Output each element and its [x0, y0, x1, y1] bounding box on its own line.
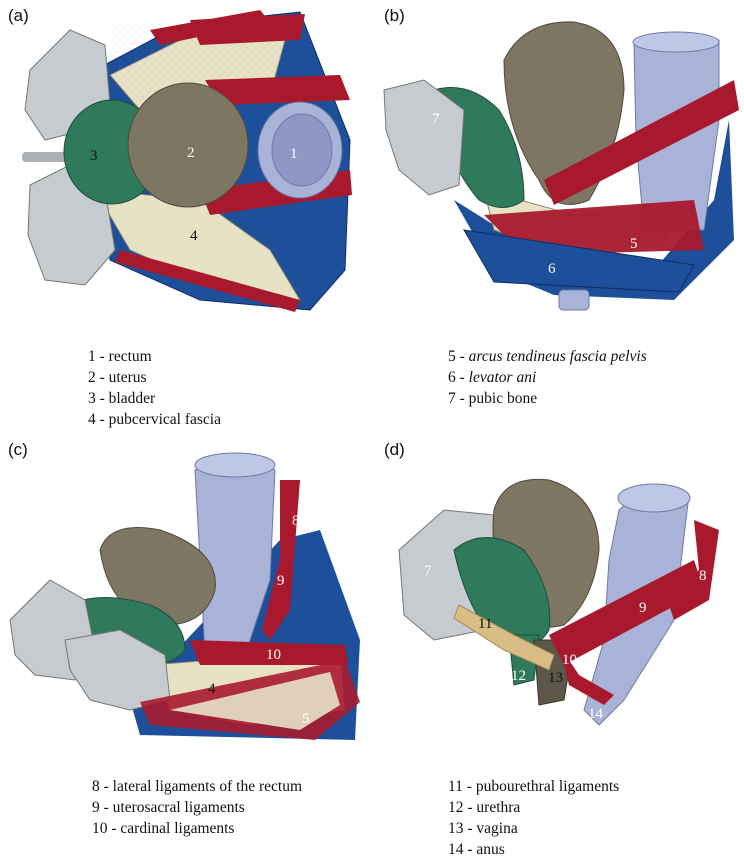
label-7: 7 — [432, 111, 440, 127]
label-8: 8 — [699, 568, 707, 584]
legend-a: 1 - rectum 2 - uterus 3 - bladder 4 - pu… — [88, 346, 221, 430]
label-5: 5 — [630, 236, 638, 252]
legend-item: 7 - pubic bone — [448, 388, 647, 409]
label-1: 1 — [290, 146, 298, 162]
label-13: 13 — [548, 670, 563, 686]
label-6: 6 — [548, 261, 556, 277]
label-9: 9 — [639, 600, 647, 616]
legend-item: 4 - pubcervical fascia — [88, 409, 221, 430]
legend-item: 13 - vagina — [448, 818, 619, 839]
label-10: 10 — [266, 647, 281, 663]
panel-c-figure: 8 9 10 4 5 — [0, 440, 370, 760]
panel-b-figure: 5 6 7 — [374, 0, 744, 320]
label-3: 3 — [90, 148, 98, 164]
label-4: 4 — [190, 228, 198, 244]
label-2: 2 — [187, 145, 195, 161]
label-4: 4 — [208, 681, 216, 697]
label-10: 10 — [562, 652, 577, 668]
label-7: 7 — [424, 563, 432, 579]
legend-item: 6 - levator ani — [448, 367, 647, 388]
legend-item: 5 - arcus tendineus fascia pelvis — [448, 346, 647, 367]
label-12: 12 — [511, 668, 526, 684]
legend-item: 9 - uterosacral ligaments — [92, 797, 302, 818]
legend-item: 8 - lateral ligaments of the rectum — [92, 776, 302, 797]
legend-item: 10 - cardinal ligaments — [92, 818, 302, 839]
label-11: 11 — [478, 616, 492, 632]
legend-item: 11 - pubourethral ligaments — [448, 776, 619, 797]
legend-c: 8 - lateral ligaments of the rectum 9 - … — [92, 776, 302, 839]
legend-item: 3 - bladder — [88, 388, 221, 409]
panel-a-figure: 1 2 3 4 — [0, 0, 370, 320]
panel-d-figure: 7 11 12 13 10 9 8 14 — [374, 440, 744, 760]
legend-b: 5 - arcus tendineus fascia pelvis 6 - le… — [448, 346, 647, 409]
label-9: 9 — [277, 573, 285, 589]
label-5: 5 — [302, 711, 310, 727]
label-14: 14 — [588, 706, 604, 722]
legend-d: 11 - pubourethral ligaments 12 - urethra… — [448, 776, 619, 860]
legend-item: 1 - rectum — [88, 346, 221, 367]
legend-item: 12 - urethra — [448, 797, 619, 818]
label-8: 8 — [292, 513, 300, 529]
legend-item: 2 - uterus — [88, 367, 221, 388]
